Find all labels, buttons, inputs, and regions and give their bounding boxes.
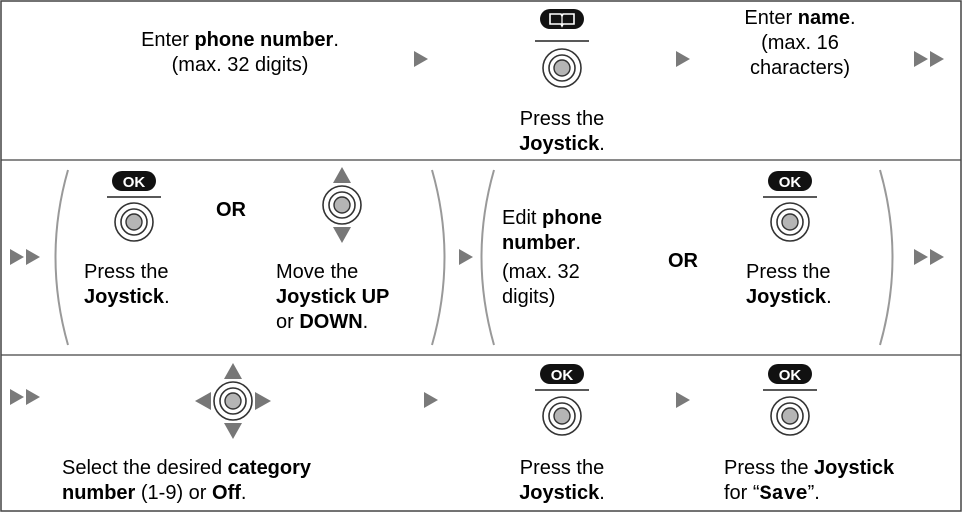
step-move-joystick: Move the Joystick UP or DOWN.: [276, 260, 436, 335]
text-category: category: [227, 457, 312, 479]
joystick-icon: [770, 396, 810, 436]
text-phone-number: phone number: [194, 29, 334, 51]
step-select-category: Select the desired category number (1-9)…: [62, 456, 402, 506]
text-save: Save: [759, 483, 808, 506]
ok-key-icon: OK: [768, 171, 812, 191]
joystick-icon: [770, 202, 810, 242]
text-press-the: Press the: [724, 457, 815, 479]
text-digits: digits): [502, 286, 556, 308]
step-edit-phone-number: Edit phone number. (max. 32 digits): [502, 206, 632, 310]
text-max-16: (max. 16: [761, 32, 839, 54]
text-joystick: Joystick: [84, 286, 165, 308]
text-joystick: Joystick: [814, 457, 895, 479]
step-enter-name: Enter name. (max. 16 characters): [720, 6, 880, 81]
text-period: .: [850, 7, 856, 29]
joystick-icon: [542, 48, 582, 88]
text-joystick: Joystick: [519, 482, 600, 504]
text-press-the: Press the: [519, 457, 605, 479]
text-joystick-up: Joystick UP: [276, 286, 390, 308]
text-or: or: [276, 311, 300, 333]
text-enter: Enter: [744, 7, 798, 29]
step-press-joystick-3: Press the Joystick.: [502, 456, 622, 506]
text-max-32-digits: (max. 32 digits): [171, 54, 309, 76]
step-press-joystick-ok: Press the Joystick.: [84, 260, 224, 310]
or-label: OR: [668, 250, 698, 272]
text-close-quote: ”.: [807, 482, 820, 504]
double-arrow-right-icon: [10, 249, 40, 265]
double-arrow-right-icon: [914, 51, 944, 67]
text-edit: Edit: [502, 207, 543, 229]
text-press-the: Press the: [746, 261, 831, 283]
ok-key-icon: OK: [540, 364, 584, 384]
arrow-right-icon: [424, 392, 438, 408]
ok-key-label: OK: [123, 174, 146, 191]
joystick-icon: [542, 396, 582, 436]
step-press-joystick-save: Press the Joystick for “Save”.: [724, 456, 954, 507]
ok-key-label: OK: [779, 174, 802, 191]
text-period: .: [599, 133, 605, 155]
text-name: name: [797, 7, 851, 29]
double-arrow-right-icon: [10, 389, 40, 405]
phonebook-key-icon: [540, 9, 584, 29]
text-period: .: [575, 232, 581, 254]
ok-key-icon: OK: [112, 171, 156, 191]
text-period: .: [164, 286, 170, 308]
ok-key-icon: OK: [768, 364, 812, 384]
text-enter: Enter: [141, 29, 195, 51]
text-for: for “: [724, 482, 760, 504]
text-number: number: [62, 482, 136, 504]
text-off: Off: [212, 482, 241, 504]
ok-key-label: OK: [779, 367, 802, 384]
step-enter-phone-number: Enter phone number. (max. 32 digits): [80, 28, 400, 78]
parenthesis-icon: [431, 169, 446, 346]
joystick-updown-icon: [322, 167, 362, 243]
text-period: .: [333, 29, 339, 51]
text-joystick: Joystick: [519, 133, 600, 155]
arrow-right-icon: [414, 51, 428, 67]
text-max-32: (max. 32: [502, 261, 580, 283]
text-period: .: [362, 311, 369, 333]
parenthesis-icon: [54, 169, 69, 346]
text-joystick: Joystick: [746, 286, 827, 308]
step-press-joystick-2: Press the Joystick.: [746, 260, 886, 310]
text-press-the: Press the: [84, 261, 169, 283]
arrow-right-icon: [676, 51, 690, 67]
text-move-the: Move the: [276, 261, 359, 283]
text-press-the: Press the: [519, 108, 605, 130]
parenthesis-icon: [480, 169, 495, 346]
ok-key-label: OK: [551, 367, 574, 384]
text-period: .: [826, 286, 832, 308]
or-label: OR: [216, 199, 246, 221]
text-period: .: [599, 482, 605, 504]
text-phone: phone: [542, 207, 603, 229]
double-arrow-right-icon: [914, 249, 944, 265]
arrow-right-icon: [676, 392, 690, 408]
text-number: number: [502, 232, 576, 254]
arrow-right-icon: [459, 249, 473, 265]
text-range: (1-9) or: [135, 482, 213, 504]
parenthesis-icon: [879, 169, 894, 346]
joystick-icon: [114, 202, 154, 242]
text-down: DOWN: [299, 311, 363, 333]
step-press-joystick-1: Press the Joystick.: [502, 107, 622, 157]
text-period: .: [240, 482, 247, 504]
text-characters: characters): [749, 57, 851, 79]
joystick-4way-icon: [195, 363, 271, 439]
text-select-the-desired: Select the desired: [62, 457, 228, 479]
